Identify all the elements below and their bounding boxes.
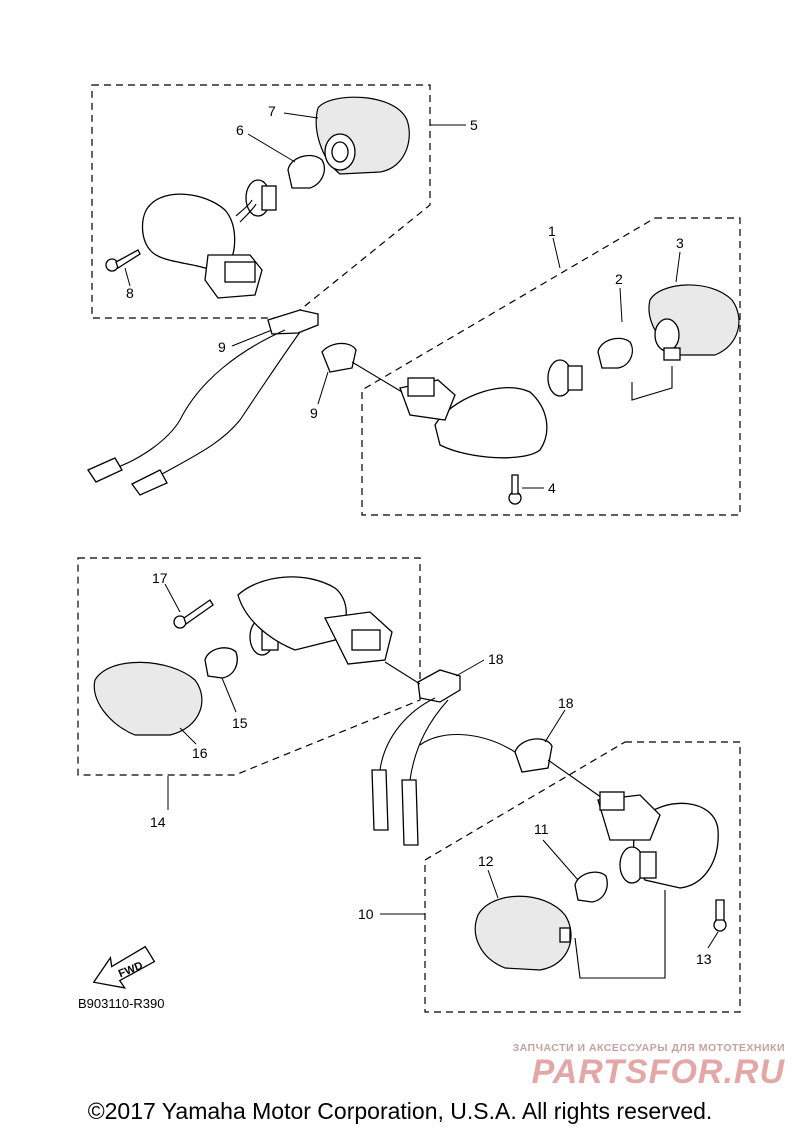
connector-9-top [87, 309, 319, 496]
connector-18 [371, 661, 606, 846]
fwd-arrow-icon [92, 945, 156, 989]
callout-5: 5 [470, 117, 478, 133]
callout-14: 14 [150, 814, 166, 830]
callout-2: 2 [615, 271, 623, 287]
assembly-14 [77, 557, 421, 776]
assembly-5 [91, 84, 431, 319]
callout-8: 8 [126, 285, 134, 301]
callout-10: 10 [358, 906, 374, 922]
callout-9-left: 9 [218, 339, 226, 355]
callout-7: 7 [268, 103, 276, 119]
watermark: ЗАПЧАСТИ И АКСЕССУАРЫ ДЛЯ МОТОТЕХНИКИ PA… [455, 1042, 785, 1090]
callout-6: 6 [236, 122, 244, 138]
callout-13: 13 [696, 951, 712, 967]
watermark-logo: PARTSFOR.RU [531, 1053, 785, 1091]
diagram-code: B903110-R390 [78, 996, 165, 1011]
copyright-footer: ©2017 Yamaha Motor Corporation, U.S.A. A… [87, 1098, 713, 1124]
assembly-1 [321, 217, 741, 516]
watermark-tagline: ЗАПЧАСТИ И АКСЕССУАРЫ ДЛЯ МОТОТЕХНИКИ [512, 1042, 785, 1054]
callout-12: 12 [478, 853, 494, 869]
callout-9-right: 9 [310, 405, 318, 421]
callout-18-top: 18 [488, 651, 504, 667]
callout-17: 17 [152, 570, 168, 586]
callout-11: 11 [534, 821, 549, 837]
callout-4: 4 [548, 480, 556, 496]
callout-15: 15 [232, 715, 248, 731]
callout-18-bottom: 18 [558, 695, 574, 711]
callout-1: 1 [548, 223, 556, 239]
callout-3: 3 [676, 235, 684, 251]
assembly-10 [424, 741, 741, 1013]
callout-16: 16 [192, 745, 208, 761]
